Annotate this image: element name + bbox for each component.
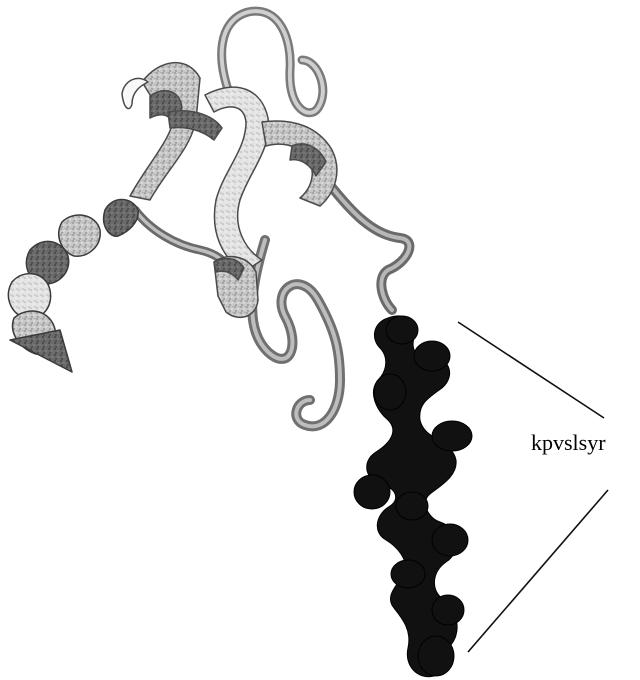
- peptide-sequence-label: kpvslsyr: [531, 430, 606, 455]
- alpha-helix: [8, 200, 138, 373]
- peptide-residue-blob: [391, 560, 425, 588]
- strand-highlight: [122, 78, 148, 108]
- beta-sheet-ribbons: [122, 63, 337, 318]
- peptide-residue-blob: [414, 341, 450, 371]
- coil-right-loop: [330, 185, 409, 310]
- peptide-residue-blob: [418, 636, 454, 676]
- helix-turn-1: [104, 200, 139, 237]
- peptide-residue-blob: [396, 492, 428, 520]
- peptide-residue-blob: [432, 421, 472, 451]
- peptide-residue-blob: [386, 316, 418, 344]
- bracket-line-upper: [458, 322, 604, 418]
- peptide-residue-blob: [432, 524, 468, 556]
- bound-peptide: [354, 316, 472, 677]
- peptide-residue-blob: [432, 595, 464, 625]
- coil-lower-loop: [252, 240, 340, 426]
- peptide-residue-blob: [374, 374, 406, 410]
- peptide-bracket: [458, 322, 608, 652]
- peptide-residue-blob: [354, 475, 390, 509]
- bracket-line-lower: [468, 490, 608, 652]
